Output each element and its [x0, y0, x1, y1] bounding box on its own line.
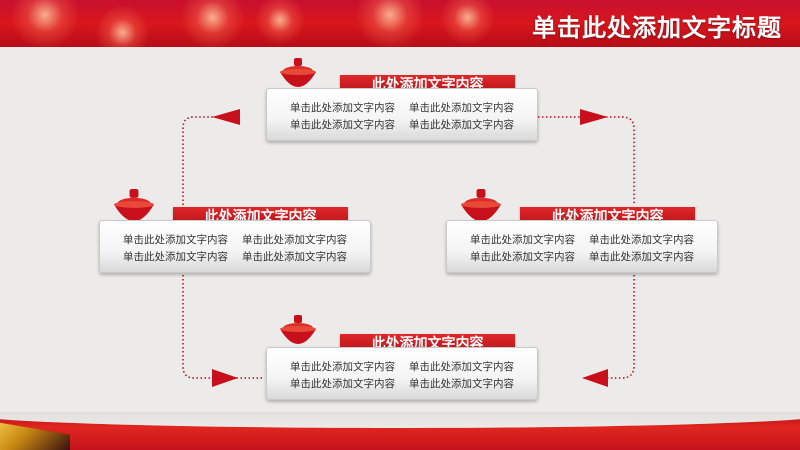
node-text: 单击此处添加文字内容	[290, 102, 395, 114]
node-text: 单击此处添加文字内容	[409, 361, 514, 373]
node-text: 单击此处添加文字内容	[409, 119, 514, 131]
node-text: 单击此处添加文字内容	[290, 378, 395, 390]
node-text: 单击此处添加文字内容	[470, 234, 575, 246]
node-text: 单击此处添加文字内容	[290, 361, 395, 373]
connector-top-to-right	[538, 116, 635, 205]
page-title: 单击此处添加文字标题	[532, 14, 782, 42]
connector-left-to-top	[182, 116, 236, 205]
connector-bottom-to-left	[182, 275, 262, 379]
node-text: 单击此处添加文字内容	[409, 378, 514, 390]
firework-decoration	[255, 0, 305, 45]
node-text-box: 单击此处添加文字内容 单击此处添加文字内容 单击此处添加文字内容 单击此处添加文…	[99, 220, 371, 273]
node-text-box: 单击此处添加文字内容 单击此处添加文字内容 单击此处添加文字内容 单击此处添加文…	[266, 88, 538, 141]
triangle-arrow-icon	[582, 369, 608, 387]
lantern-icon	[461, 189, 501, 222]
node-text-box: 单击此处添加文字内容 单击此处添加文字内容 单击此处添加文字内容 单击此处添加文…	[446, 220, 718, 273]
node-text: 单击此处添加文字内容	[589, 251, 694, 263]
node-text: 单击此处添加文字内容	[242, 234, 347, 246]
connector-right-to-bottom	[588, 275, 635, 379]
firework-decoration	[95, 5, 150, 47]
lantern-icon	[114, 189, 154, 222]
firework-decoration	[180, 0, 245, 47]
node-text: 单击此处添加文字内容	[123, 234, 228, 246]
node-text: 单击此处添加文字内容	[589, 234, 694, 246]
node-text: 单击此处添加文字内容	[242, 251, 347, 263]
node-text: 单击此处添加文字内容	[409, 102, 514, 114]
footer-banner	[0, 412, 800, 450]
header-banner: 单击此处添加文字标题	[0, 0, 800, 47]
firework-decoration	[440, 0, 495, 45]
node-text: 单击此处添加文字内容	[290, 119, 395, 131]
node-text: 单击此处添加文字内容	[470, 251, 575, 263]
node-text-box: 单击此处添加文字内容 单击此处添加文字内容 单击此处添加文字内容 单击此处添加文…	[266, 347, 538, 400]
triangle-arrow-icon	[580, 109, 608, 125]
firework-decoration	[355, 0, 425, 47]
firework-decoration	[10, 0, 80, 47]
triangle-arrow-icon	[212, 369, 238, 387]
triangle-arrow-icon	[212, 109, 240, 125]
lantern-icon	[280, 58, 316, 87]
node-text: 单击此处添加文字内容	[123, 251, 228, 263]
lantern-icon	[280, 315, 316, 344]
wave-decoration	[0, 412, 800, 428]
